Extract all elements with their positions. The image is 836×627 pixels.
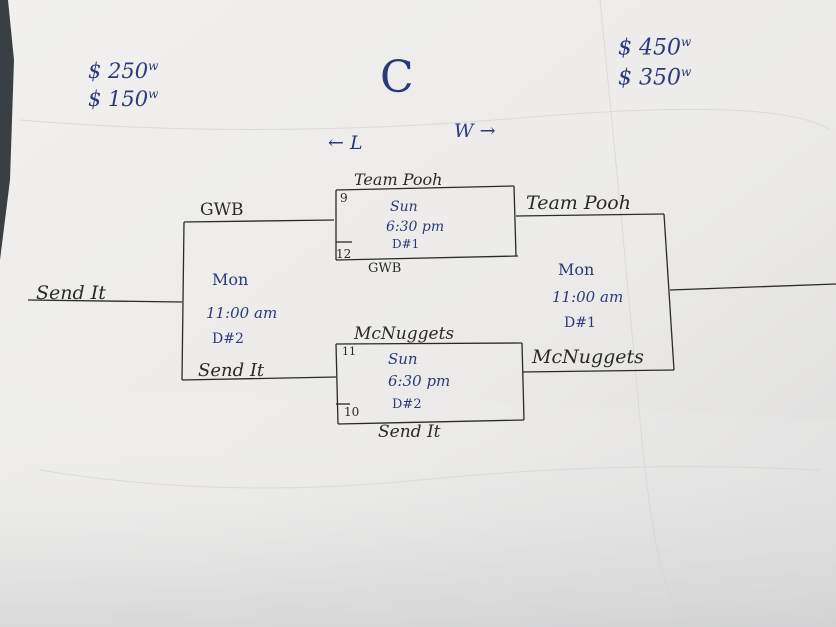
game-bottom-day: Sun (388, 350, 418, 368)
line-team-pooh-final (515, 213, 665, 217)
round1-court: D#2 (212, 331, 244, 347)
game-top-team-top: Team Pooh (354, 170, 443, 189)
final-team-pooh: Team Pooh (526, 192, 631, 214)
prize-left-first: $ 250w (88, 60, 158, 82)
game-top-right-side (513, 185, 517, 257)
game-top-time: 6:30 pm (386, 219, 445, 235)
final-day: Mon (558, 260, 595, 279)
prize-left-second-mark: w (148, 87, 159, 101)
game-bottom-court: D#2 (392, 397, 422, 412)
prize-right-second: $ 350w (618, 66, 691, 89)
final-team-mcnuggets: McNuggets (532, 346, 644, 368)
game-bottom-seed-top: 11 (342, 345, 356, 358)
paper-wrinkles (19, 0, 831, 627)
paper-shadow (0, 380, 836, 627)
game-top-team-bottom: GWB (368, 261, 402, 276)
game-bottom-team-top: McNuggets (354, 324, 455, 344)
seed-line-send-it (27, 299, 183, 303)
prize-left-first-amount: $ 250 (88, 59, 149, 83)
game-bottom-line-top (335, 342, 523, 345)
prize-left-second: $ 150w (88, 88, 158, 110)
round1-time: 11:00 am (206, 304, 278, 322)
game-bottom-seed-bottom: 10 (344, 405, 360, 419)
game-top-line-bottom (335, 255, 519, 261)
final-time: 11:00 am (552, 288, 624, 306)
line-mcnuggets-final (521, 369, 675, 373)
game-bottom-time: 6:30 pm (388, 372, 451, 390)
seed-send-it: Send It (36, 282, 106, 304)
direction-right: W → (454, 120, 496, 142)
prize-left-second-amount: $ 150 (88, 87, 149, 111)
prize-left-first-mark: w (148, 59, 159, 73)
game-bottom-left-side (335, 343, 339, 425)
prize-right-second-mark: w (680, 65, 692, 79)
round1-vertical (181, 221, 185, 381)
game-top-line-top (335, 185, 515, 191)
division-letter: C (380, 52, 414, 103)
game-top-seed-top: 9 (340, 191, 348, 205)
direction-left: ← L (328, 132, 363, 154)
champion-line (669, 283, 836, 291)
game-top-seed-bottom: 12 (336, 247, 352, 261)
final-court: D#1 (564, 315, 596, 331)
game-bottom-team-bottom: Send It (378, 422, 441, 442)
bracket-lines (27, 185, 836, 425)
prize-right-first-amount: $ 450 (618, 35, 681, 61)
round1-team-send-it: Send It (198, 360, 265, 381)
line-gwb (183, 219, 335, 223)
game-top-day: Sun (390, 199, 418, 215)
line-send-it-round1 (181, 376, 337, 381)
final-vertical (663, 213, 675, 371)
round1-day: Mon (212, 270, 249, 289)
prize-right-first: $ 450w (618, 36, 691, 59)
game-top-court: D#1 (392, 237, 420, 251)
prize-right-first-mark: w (680, 35, 692, 49)
prize-right-second-amount: $ 350 (618, 65, 681, 91)
round1-team-gwb: GWB (200, 200, 244, 220)
game-bottom-right-side (521, 342, 525, 421)
game-bottom-line-bottom (337, 419, 525, 425)
